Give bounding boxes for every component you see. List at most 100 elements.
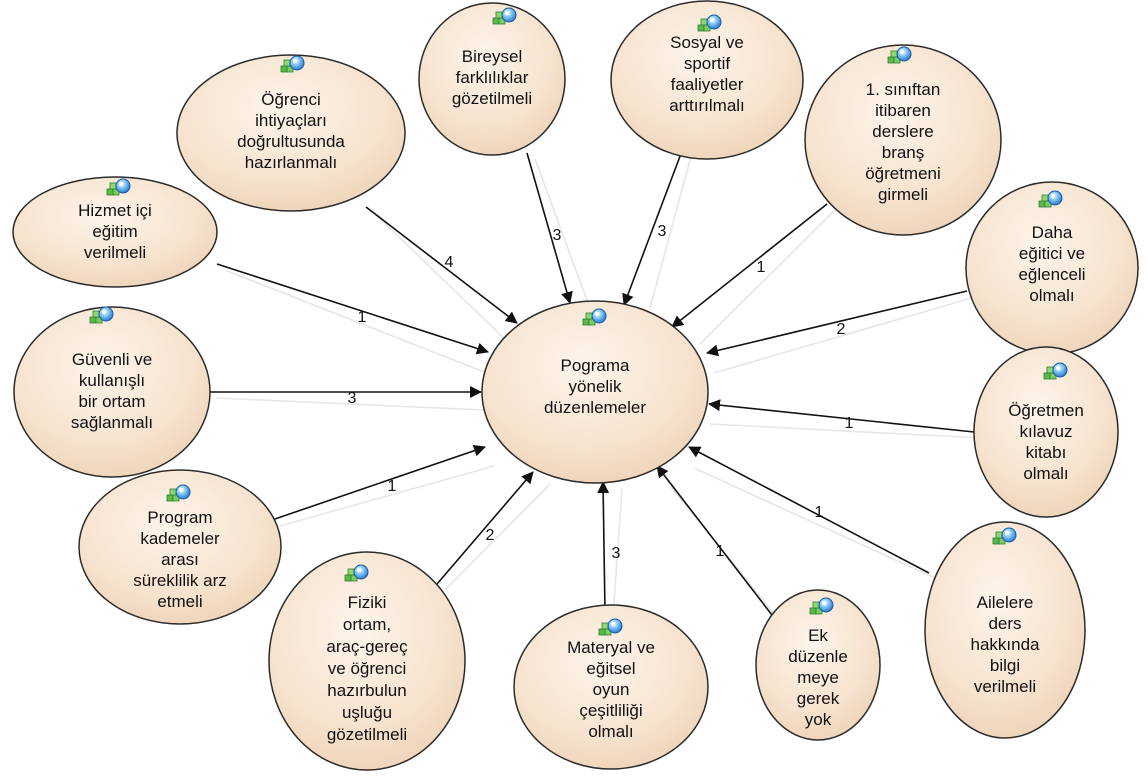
- node-label-line: Bireysel: [462, 47, 522, 66]
- edge-sosyal: 3: [622, 142, 694, 309]
- node-label-line: kılavuz: [1020, 422, 1073, 441]
- node-ellipse: [755, 589, 881, 741]
- node-label-line: faaliyetler: [671, 75, 744, 94]
- node-label-line: eğitici ve: [1019, 244, 1085, 263]
- node-label-line: verilmeli: [974, 677, 1036, 696]
- node-ellipse: [78, 469, 282, 625]
- node-label-line: Sosyal ve: [670, 33, 744, 52]
- node-label-line: arttırılmalı: [669, 96, 745, 115]
- node-label-line: ve öğrenci: [328, 659, 406, 678]
- edge-ek: 1: [656, 465, 781, 622]
- node-label-line: Ailelere: [977, 593, 1034, 612]
- edge-arrow: [708, 399, 975, 433]
- edge-ogretmen: 1: [708, 399, 983, 439]
- concept-icon: [582, 308, 607, 326]
- node-label-line: Öğrenci: [261, 90, 321, 109]
- edge-arrow: [671, 203, 828, 328]
- node-label-line: 1. sınıftan: [866, 80, 941, 99]
- edge-program: 1: [271, 444, 495, 527]
- node-label-line: yok: [805, 710, 832, 729]
- node-ellipse: [176, 54, 406, 212]
- edge-arrow: [271, 444, 486, 521]
- node-label-line: etmeli: [157, 592, 202, 611]
- node-sosyal[interactable]: Sosyal ve sportif faaliyetler arttırılmalı: [610, 0, 804, 160]
- node-label-line: kitabı: [1026, 443, 1067, 462]
- edge-weight-label: 3: [658, 223, 667, 240]
- edge-arrow: [365, 206, 518, 324]
- node-label-line: gözetilmeli: [327, 725, 407, 744]
- node-program[interactable]: Program kademeler arası süreklilik arz etmel…: [78, 469, 282, 625]
- edge-weight-label: 1: [358, 309, 367, 326]
- concept-icon: [344, 564, 369, 582]
- edge-weight-label: 1: [388, 478, 397, 495]
- node-label-line: Ek: [808, 626, 828, 645]
- concept-icon: [809, 597, 834, 615]
- node-label-line: kademeler: [140, 529, 220, 548]
- edge-shadow-line: [279, 465, 495, 527]
- concept-icon: [166, 484, 191, 502]
- node-label-line: gerek: [797, 689, 840, 708]
- edge-shadow-line: [699, 209, 836, 345]
- node-label-line: itibaren: [875, 101, 931, 120]
- edge-weight-label: 1: [845, 415, 854, 432]
- node-label-line: Pograma: [561, 356, 631, 375]
- concept-icon: [492, 7, 517, 25]
- node-label-line: olmalı: [1029, 286, 1074, 305]
- edge-shadow-line: [709, 423, 983, 439]
- edge-weight-label: 2: [837, 321, 846, 338]
- edge-arrow: [622, 142, 686, 306]
- node-label-line: süreklilik arz: [133, 571, 227, 590]
- node-label-line: branş: [882, 143, 925, 162]
- edge-shadow-line: [713, 296, 976, 374]
- node-label-line: kullanışlı: [79, 371, 145, 390]
- edge-arrow: [436, 471, 534, 585]
- edge-fiziki: 2: [436, 471, 551, 591]
- node-label-line: araç-gereç: [326, 637, 408, 656]
- node-label-line: arası: [161, 550, 199, 569]
- node-label-line: yönelik: [569, 377, 622, 396]
- node-sinif[interactable]: 1. sınıftanitibarenderslerebranşöğretmen…: [804, 44, 1002, 236]
- node-label-line: bir ortam: [78, 392, 145, 411]
- node-label-line: ihtiyaçları: [255, 111, 327, 130]
- node-label-line: hazırbulun: [327, 681, 406, 700]
- node-label-line: öğretmeni: [865, 164, 941, 183]
- edge-shadow-line: [693, 467, 938, 580]
- edge-ailelere: 1: [688, 446, 938, 580]
- node-label-line: Program: [147, 508, 212, 527]
- edge-arrow: [216, 263, 489, 355]
- node-label-line: gözetilmeli: [452, 89, 532, 108]
- node-ellipse: [924, 521, 1086, 739]
- concept-icon: [992, 527, 1017, 545]
- edge-daha: 2: [706, 290, 976, 374]
- node-label-line: çeşitliliği: [579, 701, 642, 720]
- edge-weight-label: 2: [486, 527, 495, 544]
- node-label-line: meye: [797, 668, 839, 687]
- concept-icon: [697, 14, 722, 32]
- node-label-line: ortam,: [343, 615, 391, 634]
- edge-guvenli: 3: [208, 386, 485, 411]
- node-ellipse: [418, 2, 566, 156]
- concept-icon: [887, 46, 912, 64]
- node-label-line: eğitim: [92, 222, 137, 241]
- edge-arrow: [688, 446, 930, 574]
- concept-icon: [280, 55, 305, 73]
- node-label-line: uşluğu: [342, 703, 392, 722]
- edge-bireysel: 3: [526, 152, 591, 309]
- node-label-line: sportif: [684, 54, 731, 73]
- node-label-line: Daha: [1032, 223, 1073, 242]
- node-ogrenci[interactable]: Öğrenciihtiyaçlarıdoğrultusundahazırlanm…: [176, 54, 406, 212]
- edge-weight-label: 1: [815, 504, 824, 521]
- node-fiziki[interactable]: Fiziki ortam, araç-gereç ve öğrenci hazırbul…: [268, 551, 466, 771]
- node-label-line: Fiziki: [348, 593, 387, 612]
- edge-weight-label: 1: [716, 543, 725, 560]
